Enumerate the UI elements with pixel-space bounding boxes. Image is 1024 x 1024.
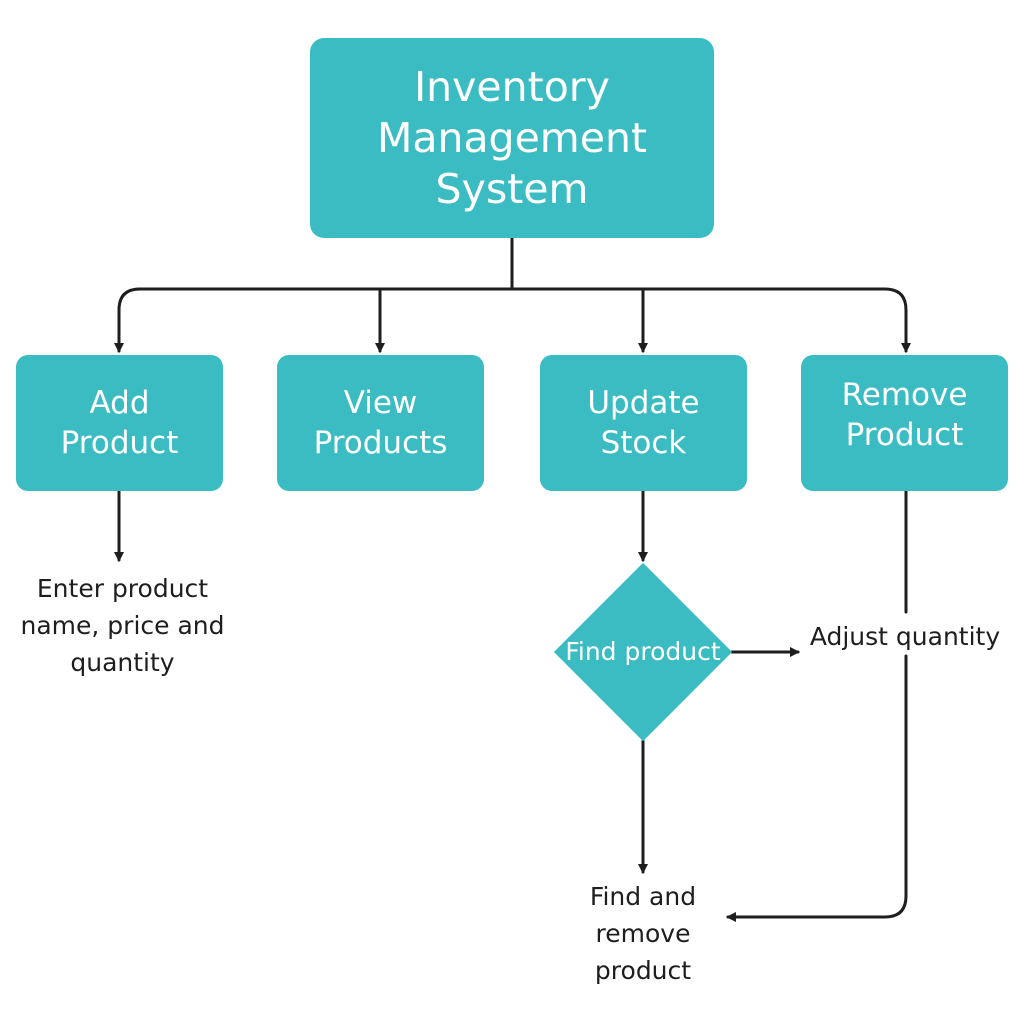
decision-node-find-product-label: Find product	[565, 637, 721, 666]
node-remove-product: Remove Product	[801, 355, 1008, 491]
note-enter-product-details: Enter product name, price and quantity	[20, 574, 225, 677]
arrow-remove-product-to-find-and-remove	[726, 654, 908, 922]
root-node-label: Inventory Management System	[376, 62, 648, 213]
node-add-product-label: Add Product	[60, 385, 179, 461]
node-update-stock-label: Update Stock	[587, 385, 700, 461]
root-node-inventory-management-system: Inventory Management System	[310, 38, 714, 238]
node-remove-product-label: Remove Product	[841, 377, 968, 453]
note-find-and-remove-product: Find and remove product	[589, 882, 697, 985]
node-view-products-label: View Products	[313, 385, 448, 461]
node-add-product: Add Product	[16, 355, 223, 491]
note-adjust-quantity: Adjust quantity	[809, 622, 1001, 651]
node-update-stock: Update Stock	[540, 355, 747, 491]
decision-node-find-product: Find product	[553, 562, 733, 742]
arrow-root-to-remove-product	[883, 287, 911, 353]
node-view-products: View Products	[277, 355, 484, 491]
arrow-root-to-add-product	[114, 287, 142, 353]
